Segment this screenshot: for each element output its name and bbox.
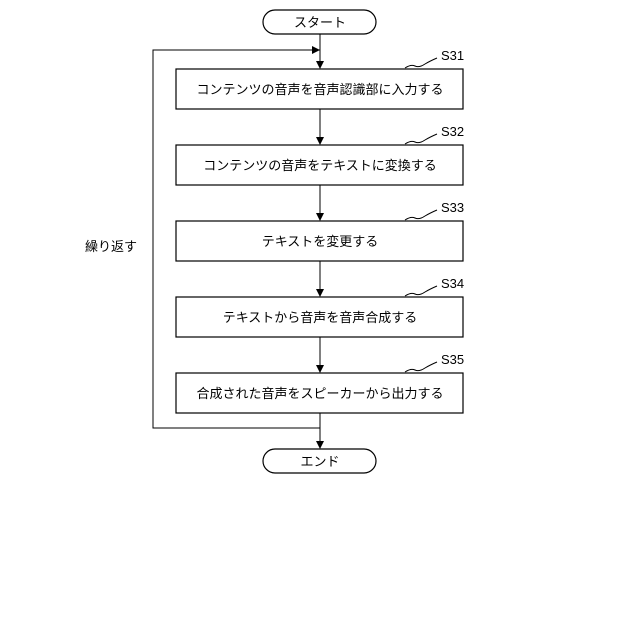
step-s31-id: S31 (441, 48, 464, 63)
step-s33-id: S33 (441, 200, 464, 215)
end-label: エンド (300, 455, 339, 470)
step-s33-text: テキストを変更する (262, 234, 379, 250)
step-s35-text: 合成された音声をスピーカーから出力する (196, 386, 443, 402)
step-s34-id: S34 (441, 276, 464, 291)
step-s31-text: コンテンツの音声を音声認識部に入力する (196, 82, 443, 98)
loop-label: 繰り返す (85, 239, 137, 254)
step-s35-leader (405, 362, 437, 372)
step-s31-leader (405, 58, 437, 68)
step-s35-id: S35 (441, 352, 464, 367)
step-s32-leader (405, 134, 437, 144)
step-s34-text: テキストから音声を音声合成する (223, 310, 418, 326)
step-s34-leader (405, 286, 437, 296)
step-s32-id: S32 (441, 124, 464, 139)
start-terminal: スタート (263, 10, 376, 34)
start-label: スタート (294, 16, 346, 31)
end-terminal: エンド (263, 449, 376, 473)
step-s32-text: コンテンツの音声をテキストに変換する (203, 158, 437, 174)
step-s33-leader (405, 210, 437, 220)
